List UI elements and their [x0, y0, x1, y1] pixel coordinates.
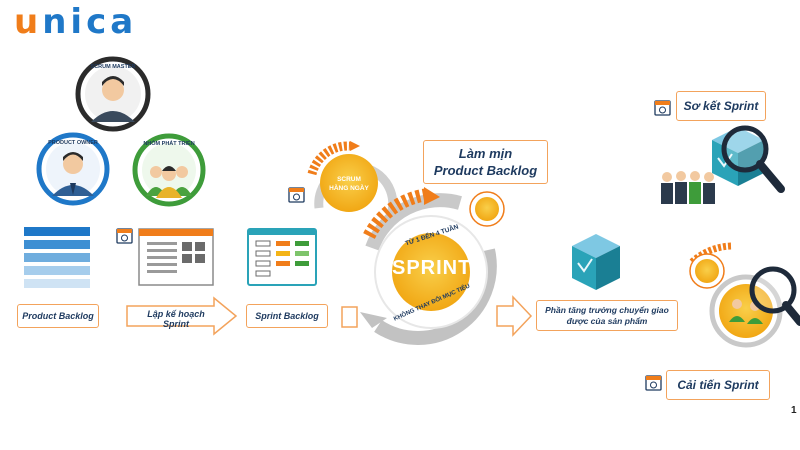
logo-letters-nica: nica — [42, 2, 138, 42]
calendar-icon — [116, 228, 133, 244]
flow-arrow — [341, 306, 358, 328]
daily-scrum-line2: HÀNG NGÀY — [329, 185, 369, 192]
scrum-master-avatar — [75, 56, 151, 132]
daily-scrum-line1: SCRUM — [337, 176, 361, 183]
refinement-label: Làm mịn Product Backlog — [423, 140, 548, 184]
flow-arrow — [496, 295, 533, 337]
increment-label-line1: Phần tăng trưởng chuyển giao — [545, 304, 669, 315]
sprint-title: SPRINT — [392, 257, 472, 279]
sprint-review-illustration — [661, 125, 785, 204]
role-label-scrum-master: SCRUM MASTER — [90, 64, 136, 70]
refinement-dot — [469, 191, 505, 227]
calendar-icon — [654, 100, 671, 116]
sprint-review-label: Sơ kết Sprint — [676, 91, 766, 121]
sprint-cycle — [360, 187, 497, 345]
role-label-product-owner: PRODUCT OWNER — [48, 140, 98, 146]
refinement-line2: Product Backlog — [433, 163, 538, 178]
calendar-icon — [288, 187, 305, 203]
logo-letter-u: u — [14, 2, 43, 42]
product-backlog-stack — [24, 227, 90, 288]
team-avatar — [132, 133, 206, 207]
sprint-planning-label: Lập kế hoạch Sprint — [147, 309, 205, 329]
refinement-line1: Làm mịn — [458, 146, 513, 161]
increment-label-line2: được của sản phẩm — [566, 315, 648, 326]
sprint-backlog-board — [247, 228, 317, 286]
increment-label: Phần tăng trưởng chuyển giao được của sả… — [536, 300, 678, 331]
daily-scrum-label: SCRUM HÀNG NGÀY — [324, 175, 374, 193]
sprint-backlog-label: Sprint Backlog — [246, 304, 328, 328]
calendar-icon — [645, 375, 662, 391]
flow-arrow — [126, 296, 238, 336]
role-label-team: NHÓM PHÁT TRIỂN — [143, 141, 195, 147]
page-number: 1 — [791, 405, 797, 416]
unica-logo: unica — [14, 2, 137, 42]
sprint-retrospective-illustration — [689, 242, 800, 348]
magnifier-icon — [721, 125, 785, 193]
sprint-planning-document — [138, 228, 214, 286]
increment-box-icon — [572, 234, 620, 290]
magnifier-icon — [749, 266, 800, 326]
product-backlog-label: Product Backlog — [17, 304, 99, 328]
review-team-icon — [661, 171, 715, 204]
sprint-retrospective-label: Cải tiến Sprint — [666, 370, 770, 400]
product-owner-avatar — [36, 132, 110, 206]
